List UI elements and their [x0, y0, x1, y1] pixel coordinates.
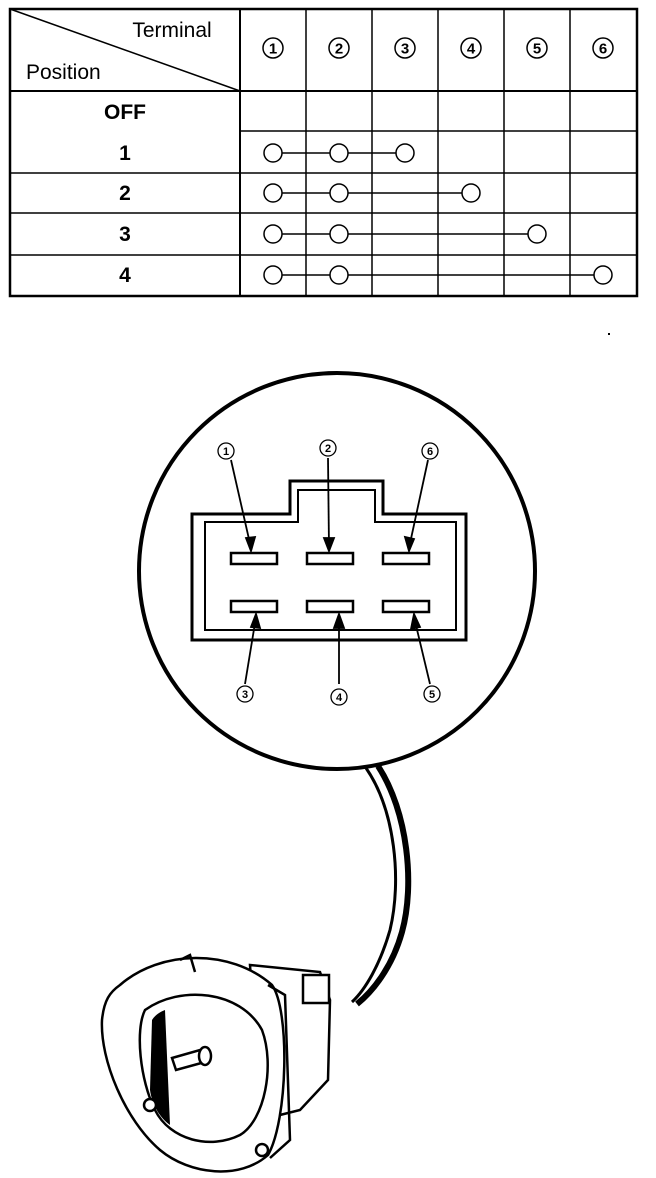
- pin-label-4: 4: [330, 688, 348, 706]
- leader-line: [408, 459, 429, 549]
- terminal-number: 2: [335, 41, 343, 58]
- arrow-icon: [403, 535, 416, 554]
- pin-number: 2: [325, 443, 331, 455]
- position-row-label: 3: [119, 223, 131, 246]
- terminal-header: Terminal: [132, 19, 211, 42]
- terminal-number: 1: [269, 41, 277, 58]
- pin-number: 1: [223, 446, 229, 458]
- flange-notch: [179, 953, 197, 973]
- shaft-end: [197, 1045, 213, 1067]
- pin-number: 6: [427, 446, 433, 458]
- continuity-point: [593, 265, 613, 285]
- cable: [350, 767, 398, 1004]
- arrow-icon: [332, 611, 346, 629]
- pin-label-5: 5: [423, 685, 441, 703]
- terminal-number-circle: [328, 37, 350, 59]
- switch-face: [138, 993, 269, 1144]
- arrow-icon: [249, 611, 262, 630]
- terminal-header-1: 1: [262, 37, 284, 59]
- continuity-point: [461, 183, 481, 203]
- pin-slot-6: [381, 551, 431, 566]
- arrow-icon: [244, 535, 257, 554]
- switch-tab: [301, 973, 331, 1005]
- mounting-hole: [142, 1097, 158, 1113]
- pin-number-circle: [423, 685, 441, 703]
- pin-slot-4: [305, 599, 355, 614]
- continuity-point: [527, 224, 547, 244]
- continuity-point: [263, 265, 283, 285]
- pin-number: 3: [242, 689, 248, 701]
- terminal-header-6: 6: [592, 37, 614, 59]
- continuity-point: [329, 143, 349, 163]
- arrow-icon: [322, 537, 336, 554]
- pin-number-circle: [217, 442, 235, 460]
- continuity-point: [263, 183, 283, 203]
- pin-label-2: 2: [319, 439, 337, 457]
- pin-number-circle: [319, 439, 337, 457]
- pin-number: 5: [429, 689, 435, 701]
- blower-switch-illustration: [100, 953, 332, 1173]
- pin-slot-3: [229, 599, 279, 614]
- flange-edge: [267, 983, 292, 1159]
- position-row-label: OFF: [104, 101, 146, 124]
- cable-shadow: [355, 764, 412, 1007]
- face-shadow: [150, 1010, 170, 1125]
- leader-line: [327, 457, 330, 549]
- leader-line: [230, 459, 252, 549]
- table-frame: [8, 7, 639, 298]
- arrow-icon: [409, 611, 422, 631]
- terminal-number: 6: [599, 41, 607, 58]
- terminal-number-circle: [526, 37, 548, 59]
- terminal-number: 5: [533, 41, 541, 58]
- continuity-table: [8, 7, 639, 298]
- pin-label-1: 1: [217, 442, 235, 460]
- connector-detail: 1 2 6 3 4 5: [137, 371, 537, 771]
- pin-number-circle: [330, 688, 348, 706]
- magnifier-circle: [137, 371, 537, 771]
- terminal-number: 4: [467, 41, 476, 58]
- pin-number: 4: [336, 692, 343, 704]
- pin-number-circle: [236, 685, 254, 703]
- continuity-point: [395, 143, 415, 163]
- continuity-point: [263, 224, 283, 244]
- position-row-label: 4: [119, 264, 131, 287]
- pin-label-3: 3: [236, 685, 254, 703]
- header-diagonal: [9, 8, 241, 92]
- terminal-header-5: 5: [526, 37, 548, 59]
- pin-slot-5: [381, 599, 431, 614]
- mounting-hole: [254, 1142, 270, 1158]
- terminal-header-2: 2: [328, 37, 350, 59]
- continuity-point: [329, 265, 349, 285]
- terminal-number-circle: [262, 37, 284, 59]
- terminal-header-4: 4: [460, 37, 482, 59]
- continuity-point: [329, 183, 349, 203]
- terminal-number-circle: [592, 37, 614, 59]
- position-header: Position: [26, 61, 101, 84]
- pin-slot-2: [305, 551, 355, 566]
- position-row-label: 2: [119, 182, 131, 205]
- terminal-number-circle: [460, 37, 482, 59]
- pin-number-circle: [421, 442, 439, 460]
- terminal-number-circle: [394, 37, 416, 59]
- terminal-number: 3: [401, 41, 409, 58]
- continuity-point: [329, 224, 349, 244]
- continuity-point: [263, 143, 283, 163]
- position-row-label: 1: [119, 142, 131, 165]
- terminal-header-3: 3: [394, 37, 416, 59]
- pin-slot-1: [229, 551, 279, 566]
- pin-label-6: 6: [421, 442, 439, 460]
- connector-housing: [190, 479, 468, 642]
